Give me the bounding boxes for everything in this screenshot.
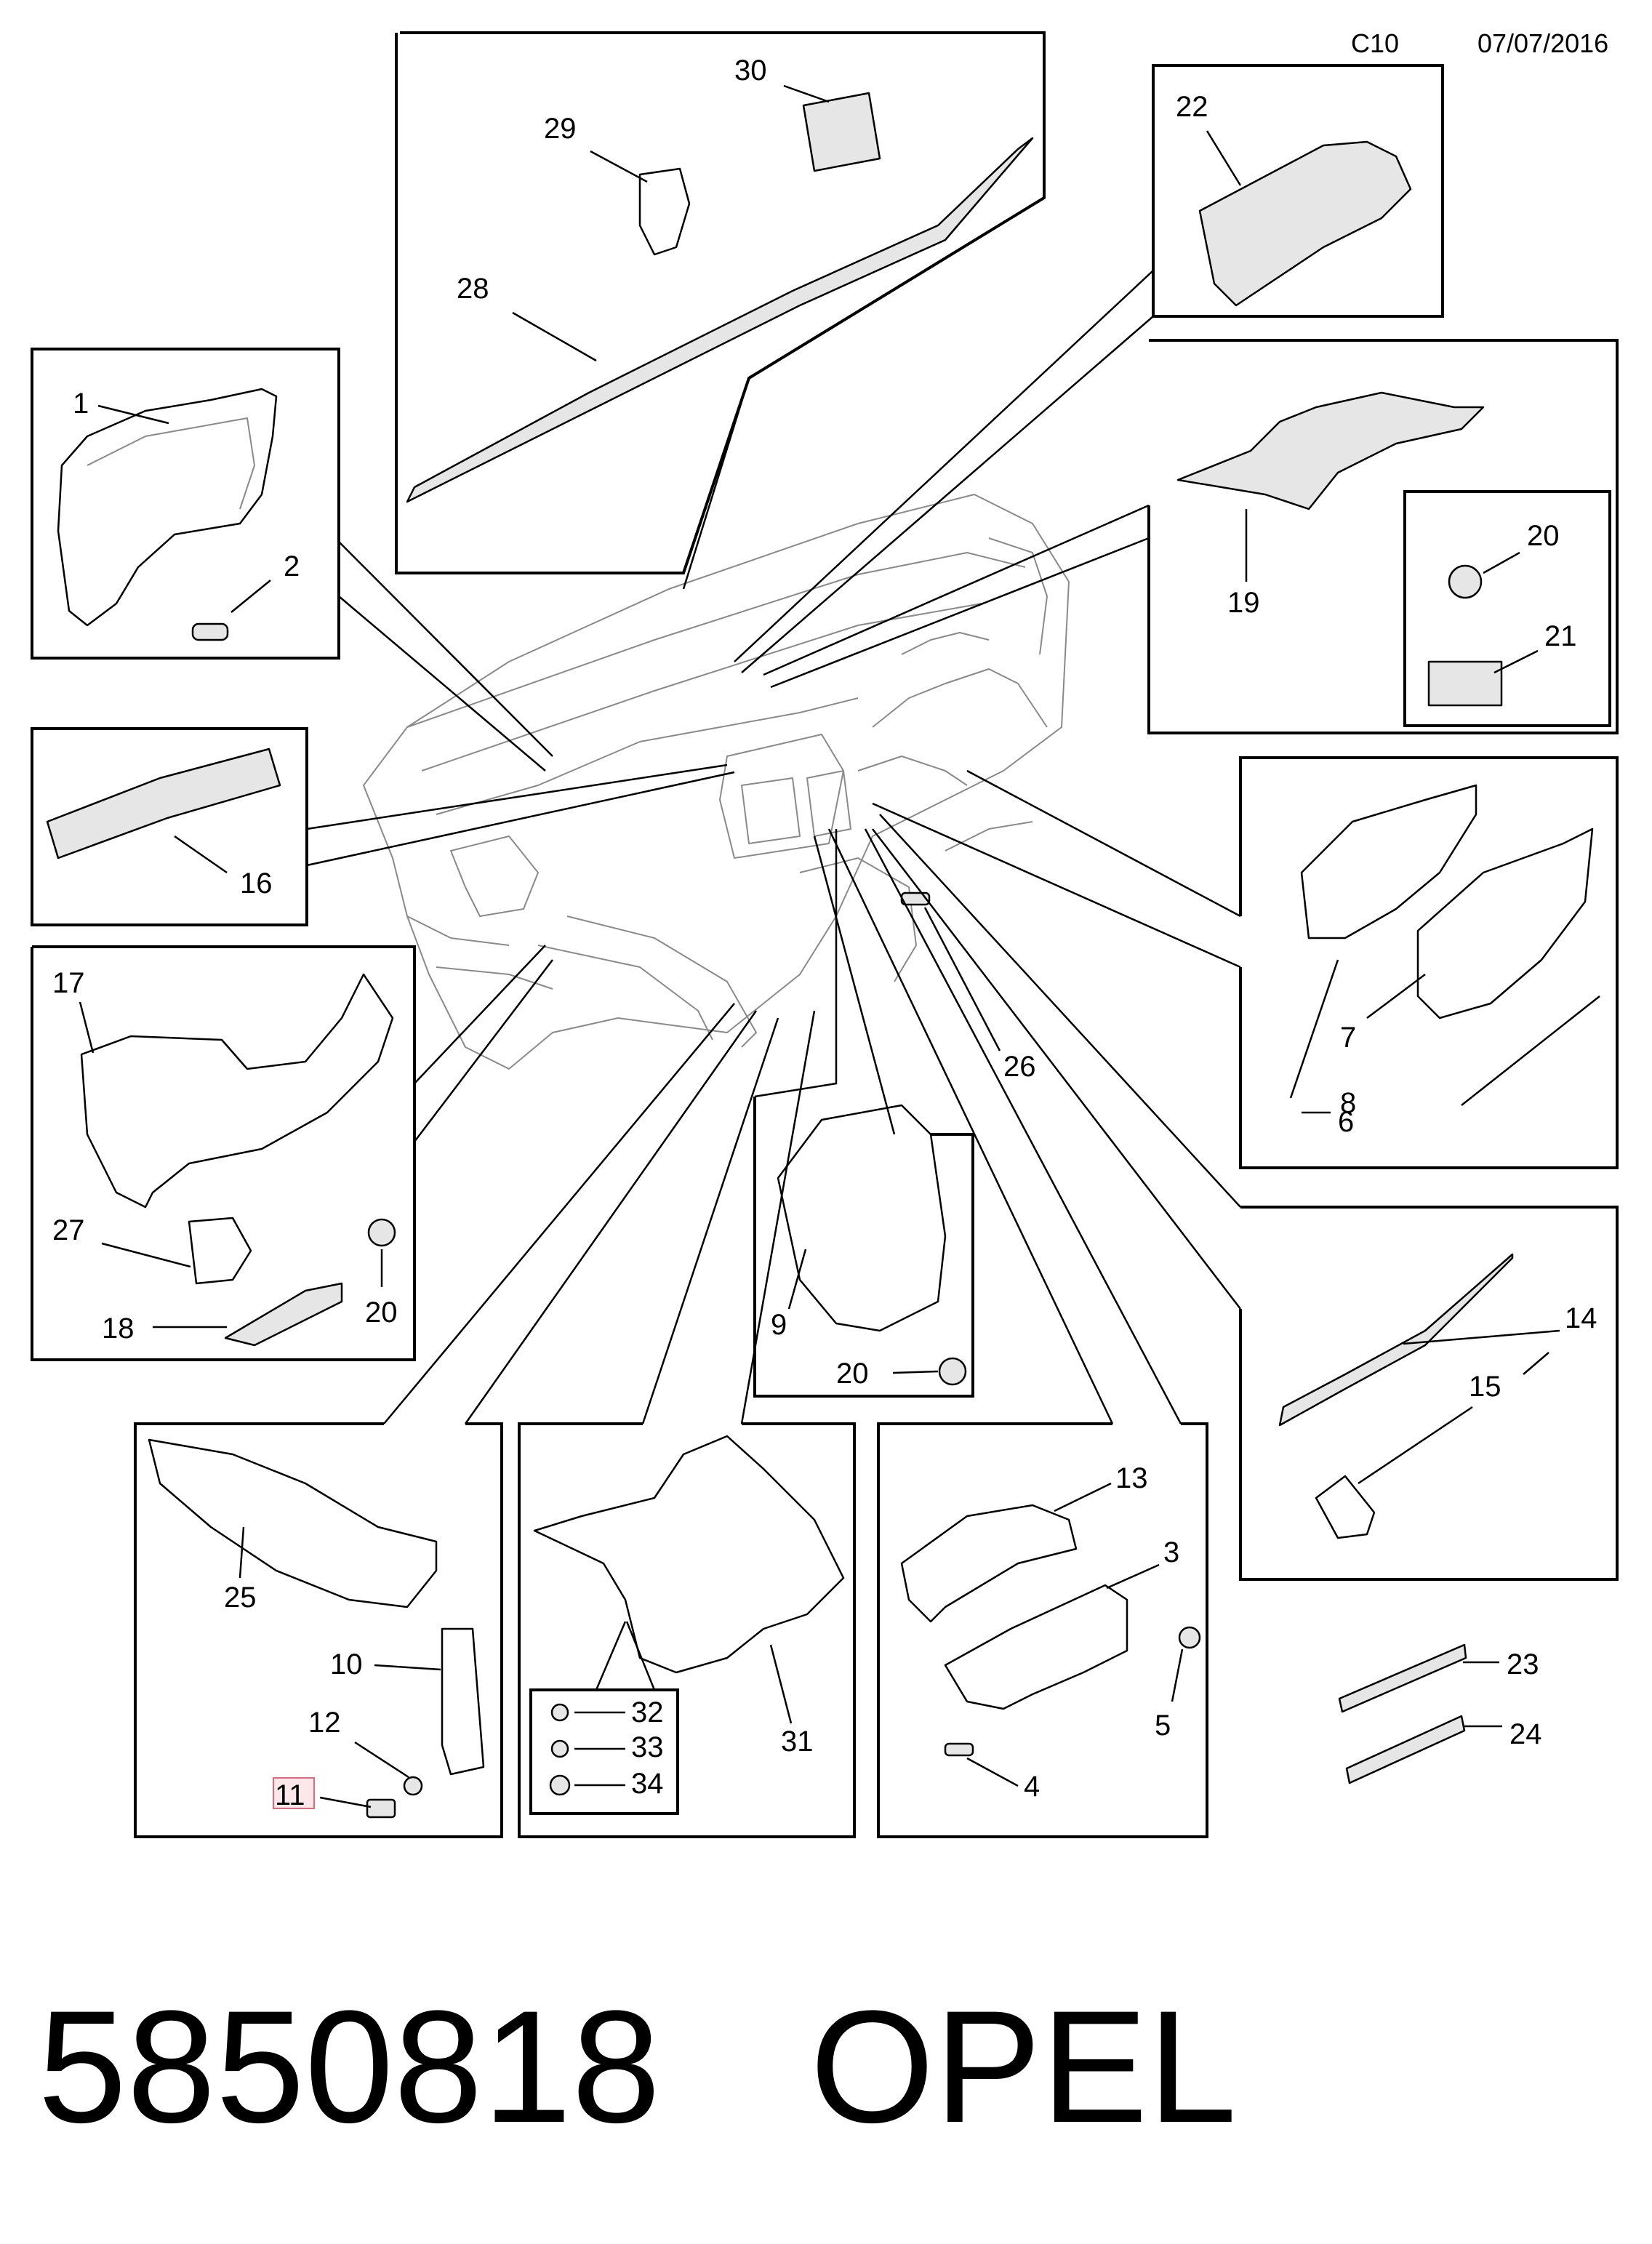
screw-32 [550,1703,569,1722]
group-trim-strip: 14 15 [1239,1206,1619,1581]
callout-2: 2 [284,550,300,582]
group-screw-26: 26 [900,891,1036,1083]
screw-2 [191,622,229,641]
storage-16-box [31,727,308,926]
brand-name: OPEL [810,1977,1237,2156]
sensor-cover-30 [802,92,881,172]
screw-20-vent [1448,564,1483,599]
screw-33 [550,1739,569,1758]
callout-26: 26 [1003,1051,1036,1083]
callout-24: 24 [1509,1718,1542,1750]
defroster-grille [406,137,1034,503]
callout-20-bezel: 20 [836,1358,869,1390]
screw-20-bezel [938,1357,967,1386]
callout-30: 30 [734,55,767,87]
column-screws-box [529,1688,679,1815]
speaker-grille-box [1152,64,1444,318]
callout-32: 32 [631,1696,664,1728]
screw-4 [944,1742,974,1757]
fastener-sub-box [1403,490,1611,727]
pad-23 [1338,1643,1467,1713]
callout-8: 8 [1340,1087,1356,1119]
callout-11-highlight [273,1777,315,1809]
group-center-vent: 19 20 21 [1147,339,1619,734]
callout-28: 28 [457,273,489,305]
glove-box-7 [1416,828,1594,1019]
bezel-9 [777,1104,947,1332]
callout-34: 34 [631,1768,664,1800]
group-display-housing: 13 3 4 5 [877,1422,1208,1838]
callout-23: 23 [1507,1648,1539,1680]
callout-31: 31 [781,1726,814,1758]
lower-trim-25 [148,1438,438,1608]
connector-lines [306,270,1241,1424]
group-cluster-hood: 1 2 [31,348,340,660]
column-cover-31 [533,1435,845,1674]
callout-4: 4 [1024,1771,1040,1803]
callout-19: 19 [1227,587,1260,619]
diagram-date: 07/07/2016 [1477,28,1608,58]
callout-17: 17 [52,967,85,999]
callout-16: 16 [240,867,273,899]
clip-27 [188,1217,252,1285]
trim-strip-14 [1278,1253,1514,1427]
callout-21: 21 [1544,620,1577,652]
bracket-10 [441,1627,485,1776]
group-center-bezel: 9 20 [753,1097,974,1398]
screw-5 [1178,1626,1201,1649]
cluster-hood-box [31,348,340,660]
screw-34 [549,1774,571,1796]
callout-25: 25 [224,1582,257,1614]
part-number: 5850818 [38,1977,660,2156]
knee-panel-17 [80,973,394,1209]
callout-12: 12 [308,1707,341,1739]
clip-21 [1427,660,1503,707]
callout-33: 33 [631,1731,664,1763]
bolt-11 [366,1798,396,1819]
dashboard-assembly [363,494,1070,1070]
callout-15: 15 [1469,1371,1501,1403]
callout-22: 22 [1176,91,1208,123]
callout-20-vent: 20 [1527,520,1560,552]
pad-24 [1345,1715,1466,1784]
callout-7: 7 [1340,1022,1356,1054]
callout-9: 9 [771,1309,787,1341]
storage-tray-16 [46,748,281,859]
callout-3: 3 [1163,1536,1179,1568]
clip-29 [638,167,691,256]
vent-19 [1176,391,1485,510]
instrument-cluster-hood [57,388,278,627]
group-storage-16: 16 [31,727,308,926]
diagram-code: C10 [1351,28,1399,58]
group-defroster-grille: 28 29 30 [395,31,1046,574]
group-glove-box: 6 7 8 [1239,756,1619,1169]
callout-11: 11 [275,1779,305,1811]
nut-12 [403,1776,423,1796]
group-speaker-grille: 22 [1152,64,1444,318]
callout-5: 5 [1155,1710,1171,1742]
display-housing-3 [944,1584,1128,1710]
glove-lid-6 [1300,784,1477,939]
callout-29: 29 [544,113,577,145]
callout-14: 14 [1565,1302,1597,1334]
clip-15 [1315,1475,1376,1539]
grille-22 [1198,140,1412,307]
callout-6: 6 [1338,1106,1354,1138]
callout-13: 13 [1115,1462,1148,1494]
callout-27: 27 [52,1214,85,1246]
callout-20-knee: 20 [365,1297,398,1329]
cover-18 [224,1282,343,1347]
screw-20-knee [367,1218,396,1247]
callout-10: 10 [330,1648,363,1680]
group-knee-panel: 17 27 20 18 [31,945,416,1361]
callout-1: 1 [73,388,89,420]
display-cover-13 [900,1504,1078,1623]
group-lower-trim: 25 10 11 12 [134,1422,503,1838]
group-pads: 23 24 [1338,1643,1542,1784]
group-steering-column-cover: 31 32 33 34 [518,1422,856,1838]
callout-18: 18 [102,1313,135,1345]
